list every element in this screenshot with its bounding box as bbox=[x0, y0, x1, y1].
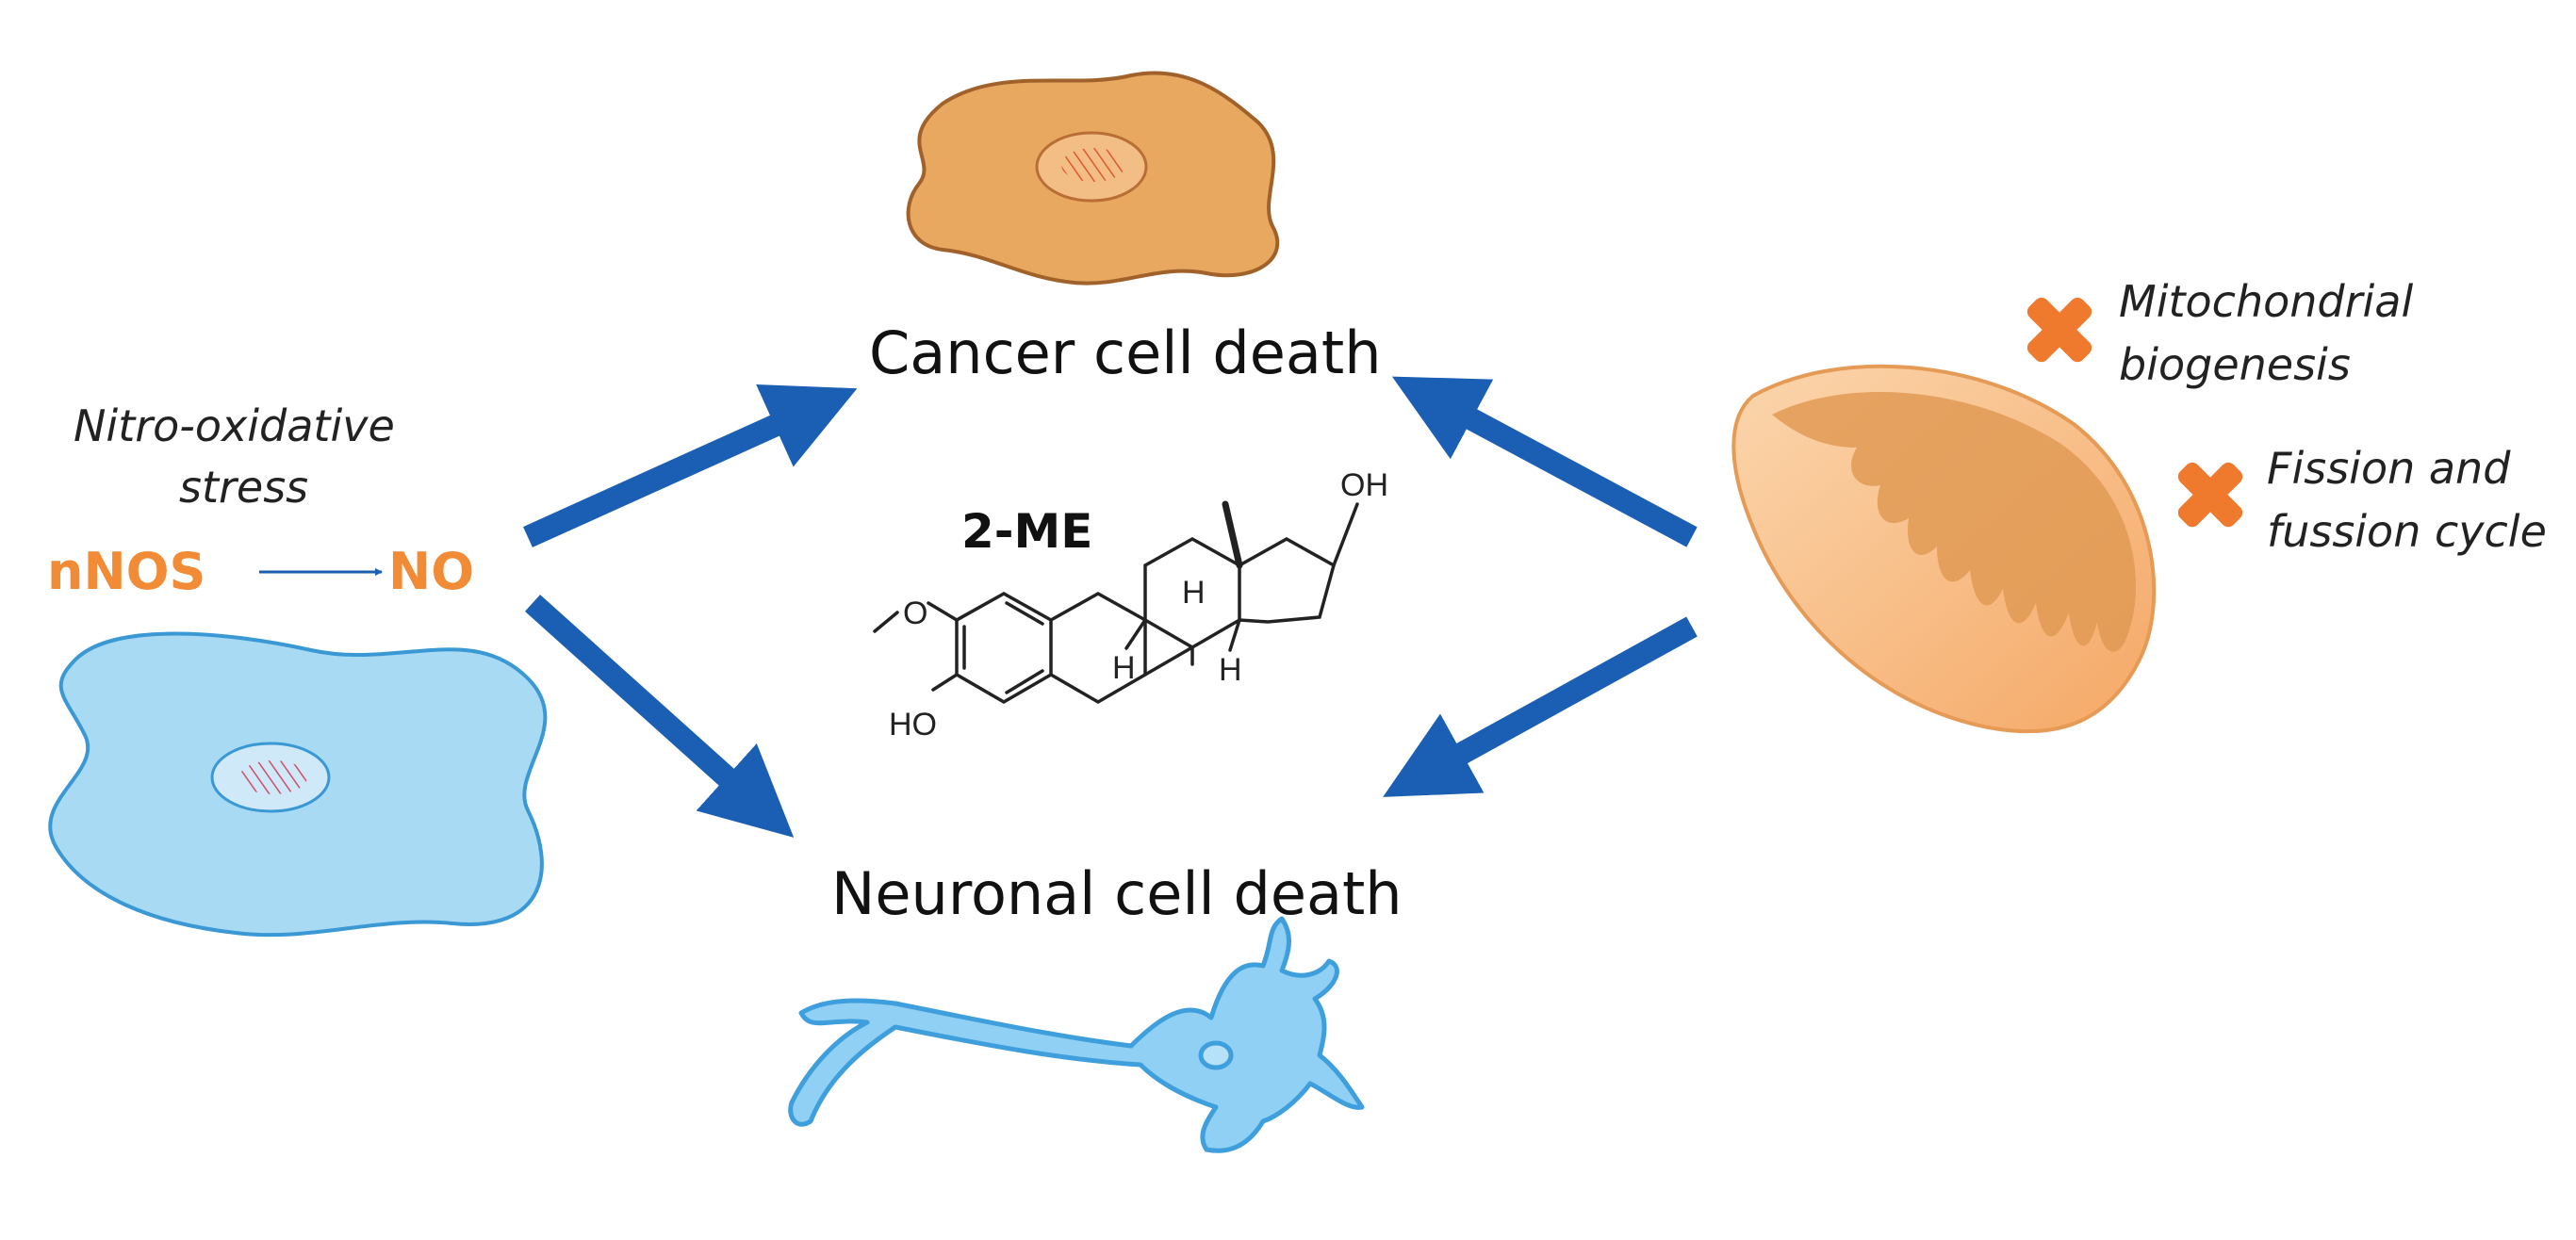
no-label: NO bbox=[388, 542, 475, 601]
arrow-right-to-neuronal bbox=[1383, 616, 1698, 797]
atom-h-3: H bbox=[1219, 652, 1242, 688]
atom-h-2: H bbox=[1182, 575, 1206, 611]
nnos-label: nNOS bbox=[47, 542, 206, 601]
right-item-1-line2: biogenesis bbox=[2119, 339, 2351, 390]
stress-label-line1: Nitro-oxidative bbox=[74, 400, 395, 451]
cancer-cell-illustration bbox=[906, 71, 1280, 286]
blue-cell-illustration bbox=[48, 631, 548, 938]
neuronal-cell-death-label: Neuronal cell death bbox=[831, 859, 1403, 928]
cross-icon bbox=[2026, 297, 2092, 363]
molecule-name: 2-ME bbox=[961, 504, 1093, 559]
atom-h-1: H bbox=[1112, 650, 1136, 686]
neuron-illustration bbox=[788, 916, 1365, 1153]
molecule-2me-structure bbox=[873, 500, 1359, 705]
atom-o-methoxy: O bbox=[903, 596, 927, 631]
cancer-cell-death-label: Cancer cell death bbox=[869, 318, 1382, 387]
mitochondrion-illustration bbox=[1731, 364, 2157, 734]
right-item-2-line2: fussion cycle bbox=[2267, 506, 2547, 557]
arrow-left-to-cancer bbox=[523, 383, 858, 547]
cross-icon bbox=[2177, 462, 2243, 528]
arrow-left-to-neuronal bbox=[524, 595, 795, 838]
atom-ho-bottom: HO bbox=[889, 707, 937, 742]
right-item-2-line1: Fission and bbox=[2267, 443, 2511, 494]
atom-oh-top: OH bbox=[1340, 467, 1388, 503]
arrow-right-to-cancer bbox=[1391, 376, 1698, 547]
right-item-1-line1: Mitochondrial bbox=[2119, 276, 2414, 327]
stress-label-line2: stress bbox=[179, 462, 309, 513]
